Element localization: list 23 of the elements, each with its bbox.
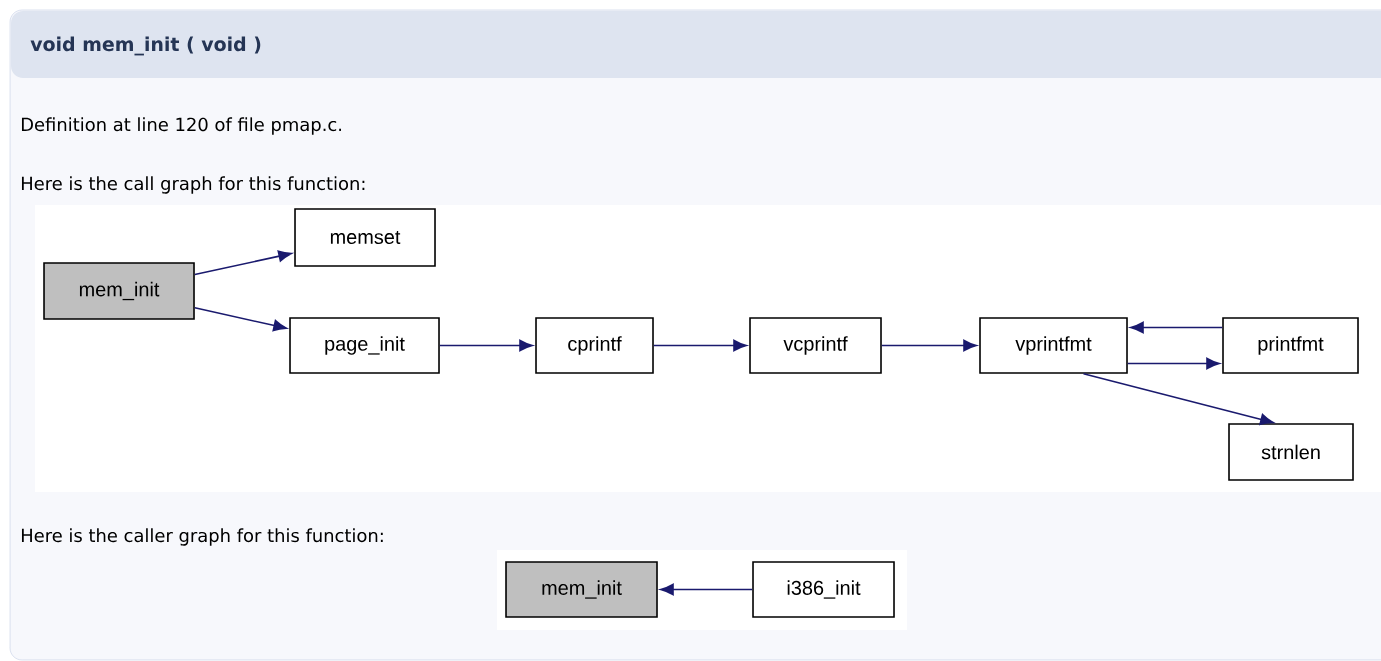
function-box: printfmt [1222,317,1359,374]
function-box: page_init [289,317,440,374]
arrow [881,339,977,352]
function-box: i386_init [752,561,895,618]
function-box: memset [294,208,436,267]
function-box: vcprintf [749,317,882,374]
function-box: vprintfmt [979,317,1128,374]
arrow [194,307,288,332]
arrow [660,583,753,596]
body-text: Here is the call graph for this function: [22,176,365,194]
function-box: cprintf [535,317,654,374]
arrow [1130,321,1223,334]
function-box: strnlen [1228,423,1354,481]
arrow [194,250,293,276]
body-text: Definition at line 120 of file pmap.c. [22,117,342,135]
arrow [653,339,747,352]
function-box: mem_init [43,262,195,320]
arrow [439,339,533,352]
title: void mem_init ( void ) [30,36,261,56]
function-box: mem_init [505,561,658,618]
arrow [1082,373,1274,426]
arrow [1127,357,1220,370]
body-text: Here is the caller graph for this function: [22,528,383,546]
